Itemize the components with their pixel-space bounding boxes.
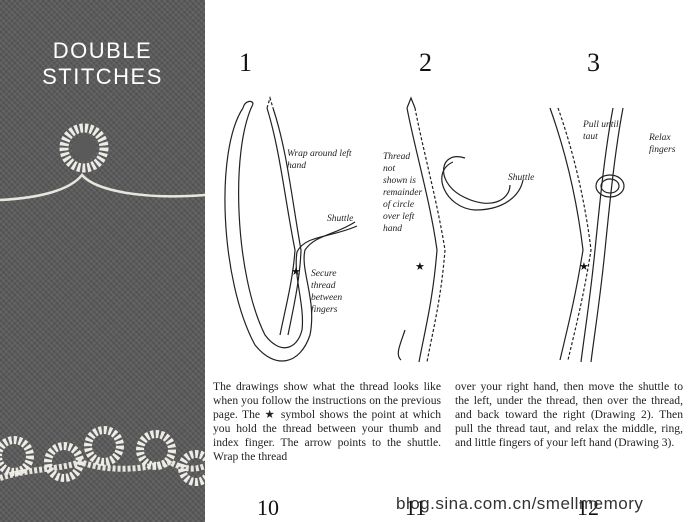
label-wrap-around: Wrap around left [287,148,352,159]
labels-drawing-2: Thread not shown is remainder of circle … [383,152,534,234]
label-thread: thread [311,281,336,291]
body-text-col-2: over your right hand, then move the shut… [455,380,683,449]
svg-text:★: ★ [415,261,425,273]
figure-number-3: 3 [587,48,600,77]
label-pull-until: Pull until [582,120,619,130]
label-remainder: remainder [383,188,423,198]
star-marker-2: ★ [415,261,425,273]
figure-number-2: 2 [419,48,432,77]
drawing-1 [224,95,358,362]
body-text-col-1: The drawings show what the thread looks … [213,380,441,463]
label-fingers: fingers [311,304,338,315]
label-fingers-3: fingers [649,144,676,155]
section-title: DOUBLE STITCHES [0,38,205,90]
title-line-1: DOUBLE [52,38,153,63]
label-hand-2: hand [383,224,402,234]
page-number-11: 11 [405,495,427,520]
label-relax: Relax [648,133,671,143]
label-not: not [383,164,396,174]
photo-panel: DOUBLE STITCHES [0,0,205,522]
tatting-photo [0,123,205,486]
star-marker-3: ★ [579,261,589,273]
label-taut: taut [583,132,598,142]
watermark: blog.sina.com.cn/smellmemory [396,494,644,513]
page-number-12: 12 [577,495,599,520]
label-hand: hand [287,161,306,171]
star-marker-1: ★ [291,266,301,278]
drawing-3 [549,107,625,363]
svg-text:★: ★ [579,261,589,273]
tatted-ring-chain [0,426,205,486]
labels-drawing-3: Pull until taut Relax fingers [582,120,676,155]
thread-strand [0,173,205,202]
label-over-left: over left [383,211,415,222]
title-line-2: STITCHES [42,64,163,89]
label-of-circle: of circle [383,199,414,210]
labels-drawing-1: Wrap around left hand Shuttle Secure thr… [287,148,353,315]
svg-text:★: ★ [291,266,301,278]
drawing-2 [397,96,524,363]
instruction-page: 1 2 3 ★ ★ [205,0,690,522]
tatted-ring [59,123,109,173]
figure-number-1: 1 [239,48,252,77]
drawings: ★ ★ ★ Wrap around left hand Shuttle Secu… [224,95,676,363]
label-shuttle-2: Shuttle [508,173,534,183]
page-number-10: 10 [257,495,279,520]
label-between: between [311,293,342,303]
label-shuttle-1: Shuttle [327,214,353,224]
label-thread-2: Thread [383,152,410,162]
label-secure: Secure [311,269,337,279]
label-shown-is: shown is [383,176,416,186]
